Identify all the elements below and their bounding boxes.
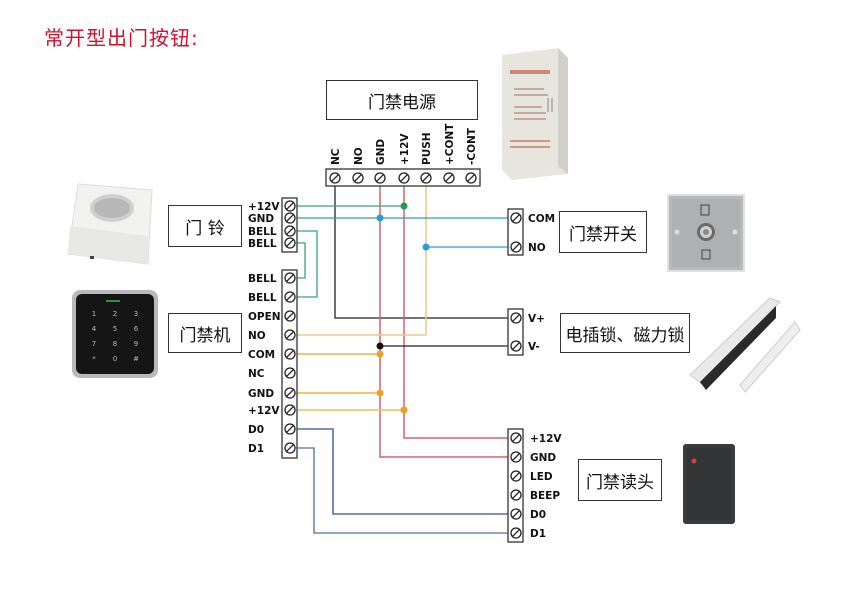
- exit-button-image: [667, 194, 745, 272]
- lock-terminal-block: V+ V-: [507, 308, 545, 356]
- exit-button-pin-label: NO: [528, 242, 546, 254]
- doorbell-pin-label: +12V: [248, 201, 280, 213]
- keypad-key: 7: [92, 340, 96, 348]
- controller-pin-label: OPEN: [248, 311, 281, 323]
- wire-d0: [297, 428, 511, 515]
- psu-pin-label: -CONT: [466, 127, 478, 165]
- wire-psu-push-to-controller-no: [297, 184, 427, 336]
- keypad-key: 5: [113, 325, 117, 333]
- psu-pin-label: +12V: [399, 133, 411, 165]
- junction-dot: [376, 389, 384, 397]
- reader-pin-label: LED: [530, 471, 553, 483]
- controller-pin-label: BELL: [248, 292, 277, 304]
- keypad-image: [72, 290, 158, 378]
- reader-pin-label: BEEP: [530, 490, 560, 502]
- card-reader-image: [683, 444, 735, 524]
- power-supply-label: 门禁电源: [326, 80, 478, 120]
- doorbell-image: [67, 183, 153, 265]
- junction-dot: [422, 243, 430, 251]
- psu-terminal-block: NC NO GND +12V PUSH +CONT -CONT: [325, 123, 481, 187]
- junction-dot: [400, 406, 408, 414]
- doorbell-label-text: 门 铃: [185, 218, 225, 239]
- junction-dot: [400, 202, 408, 210]
- controller-pin-label: COM: [248, 349, 275, 361]
- magnetic-lock-image: [689, 297, 801, 393]
- junction-dot: [376, 214, 384, 222]
- keypad-key: 8: [113, 340, 117, 348]
- wire-psu-gnd-to-reader-gnd: [379, 184, 511, 458]
- keypad-key: 2: [113, 310, 117, 318]
- power-supply-label-text: 门禁电源: [368, 92, 436, 113]
- psu-pin-label: PUSH: [421, 132, 433, 165]
- lock-pin-label: V-: [528, 341, 540, 353]
- exit-button-label-text: 门禁开关: [569, 224, 637, 245]
- keypad-key: 3: [134, 310, 138, 318]
- lock-label-text: 电插锁、磁力锁: [565, 325, 685, 346]
- exit-button-label: 门禁开关: [559, 211, 647, 253]
- keypad-key: 1: [92, 310, 96, 318]
- keypad-key: *: [92, 355, 96, 363]
- controller-pin-label: +12V: [248, 405, 280, 417]
- controller-pin-label: BELL: [248, 273, 277, 285]
- keypad-key: #: [133, 355, 139, 363]
- keypad-key: 4: [92, 325, 97, 333]
- wire-bell-loop-2: [297, 242, 306, 279]
- reader-label: 门禁读头: [578, 459, 662, 501]
- keypad-keys: 1 2 3 4 5 6 7 8 9 * 0 #: [92, 310, 139, 363]
- wire-psu-nc-to-lock-vplus: [334, 184, 511, 319]
- doorbell-pin-label: GND: [248, 213, 274, 225]
- reader-pin-label: D0: [530, 509, 546, 521]
- psu-pin-label: NO: [353, 147, 365, 165]
- reader-pin-label: GND: [530, 452, 556, 464]
- keypad-key: 6: [134, 325, 139, 333]
- doorbell-pin-label: BELL: [248, 238, 277, 250]
- controller-label-text: 门禁机: [179, 325, 231, 346]
- lock-label: 电插锁、磁力锁: [560, 313, 690, 353]
- controller-pin-label: NO: [248, 330, 266, 342]
- reader-label-text: 门禁读头: [586, 472, 654, 493]
- wire-d1: [297, 447, 511, 534]
- doorbell-pin-label: BELL: [248, 226, 277, 238]
- junction-dot: [376, 350, 384, 358]
- wire-bell-loop-1: [297, 230, 318, 298]
- exit-button-terminal-block: COM NO: [507, 208, 555, 256]
- doorbell-terminal-block: +12V GND BELL BELL: [248, 197, 298, 253]
- diagram-title: 常开型出门按钮:: [44, 26, 199, 50]
- controller-pin-label: D1: [248, 443, 264, 455]
- psu-pin-label: NC: [330, 148, 342, 165]
- power-supply-image: [502, 48, 568, 180]
- junction-dot: [376, 342, 384, 350]
- psu-pin-label: +CONT: [444, 123, 456, 165]
- lock-pin-label: V+: [528, 313, 545, 325]
- keypad-key: 0: [113, 355, 117, 363]
- controller-terminal-block: BELL BELL OPEN NO COM NC GND +12V D0 D1: [248, 269, 298, 459]
- wire-psu-12v-to-reader-12v: [403, 184, 511, 439]
- psu-pin-label: GND: [375, 139, 387, 165]
- controller-pin-label: GND: [248, 388, 274, 400]
- reader-terminal-block: +12V GND LED BEEP D0 D1: [507, 428, 562, 543]
- reader-pin-label: +12V: [530, 433, 562, 445]
- controller-pin-label: D0: [248, 424, 264, 436]
- doorbell-label: 门 铃: [168, 205, 242, 247]
- controller-pin-label: NC: [248, 368, 265, 380]
- keypad-key: 9: [134, 340, 138, 348]
- controller-label: 门禁机: [168, 313, 242, 353]
- exit-button-pin-label: COM: [528, 213, 555, 225]
- reader-pin-label: D1: [530, 528, 546, 540]
